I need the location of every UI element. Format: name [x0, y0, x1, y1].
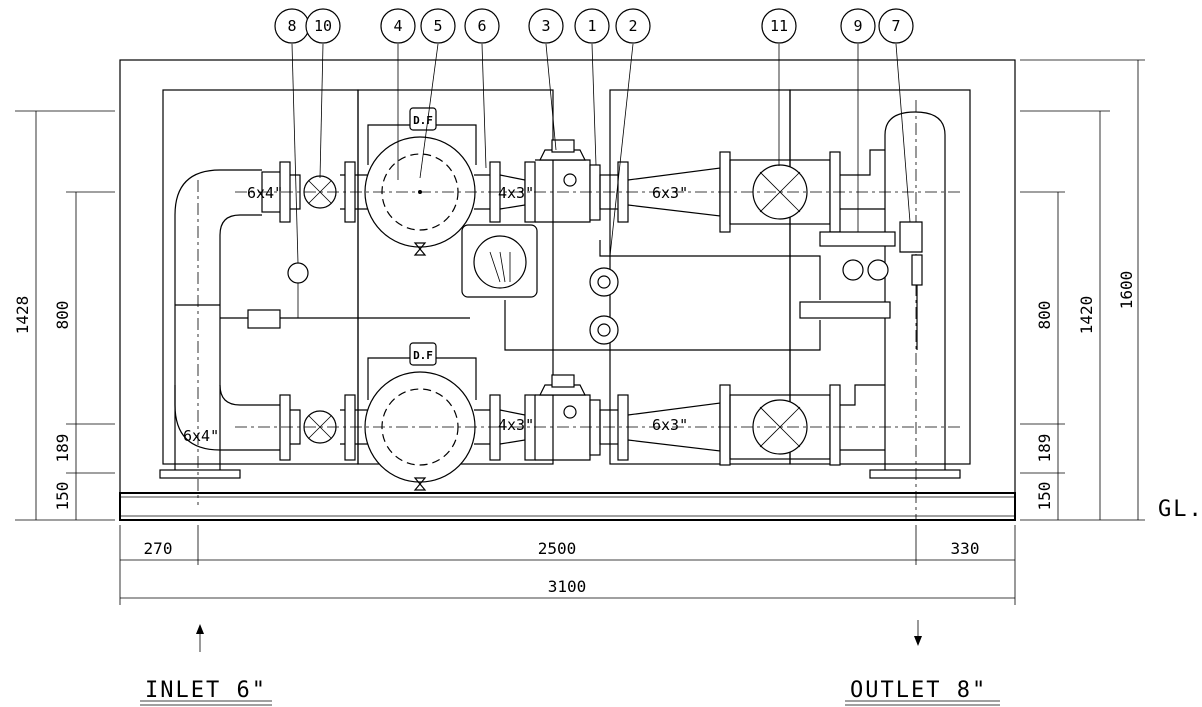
- skid-frame: [119, 59, 1016, 521]
- inlet-riser: [159, 169, 280, 505]
- callout-leader-3: [545, 43, 557, 151]
- callout-number-6: 6: [477, 17, 486, 35]
- pressure-gauge-outlet: [842, 259, 864, 281]
- callout-leader-6: [481, 43, 487, 169]
- inlet-outlet-markers: INLET 6" OUTLET 8": [140, 620, 1000, 706]
- df-tag-upper-text: D.F: [413, 114, 433, 127]
- callout-balloon-9: [840, 8, 876, 44]
- df-tag-lower: [409, 342, 437, 366]
- dim-right-overall: 1600: [1117, 271, 1136, 310]
- dim-left-base: 150: [53, 482, 72, 511]
- callout-number-10: 10: [314, 17, 332, 35]
- impulse-lines: [220, 224, 889, 351]
- dim-left-total: 1428: [13, 296, 32, 335]
- callout-number-11: 11: [770, 17, 788, 35]
- dim-left-low: 189: [53, 434, 72, 463]
- outlet-label: OUTLET 8": [850, 678, 987, 703]
- thermometer: [867, 259, 889, 281]
- callout-number-7: 7: [891, 17, 900, 35]
- dim-bottom-mid: 2500: [538, 539, 577, 558]
- callout-number-8: 8: [287, 17, 296, 35]
- callout-balloon-2: [615, 8, 651, 44]
- callout-leader-7: [895, 43, 911, 223]
- callout-balloon-6: [464, 8, 500, 44]
- relief-valve: [819, 231, 896, 247]
- df-tag-upper: [409, 107, 437, 131]
- callout-balloons: 8 10 4 5 6 3 1 2 11 9 7: [274, 8, 914, 264]
- callout-balloon-3: [528, 8, 564, 44]
- pilot-upper: [589, 267, 619, 297]
- dim-left-mid: 800: [53, 301, 72, 330]
- callout-number-9: 9: [853, 17, 862, 35]
- callout-number-3: 3: [541, 17, 550, 35]
- pipe-label-upper-outlet: 6x3": [652, 184, 688, 202]
- callout-leader-1: [591, 43, 597, 166]
- dimension-lines: 1428 800 189 150 800 1420 1600 189 150 G…: [13, 59, 1202, 605]
- pipe-size-labels: 6x4" 4x3" 6x3" 6x4" 4x3" 6x3": [183, 184, 688, 445]
- df-tag-lower-text: D.F: [413, 349, 433, 362]
- dim-right-mid: 800: [1035, 301, 1054, 330]
- callout-number-1: 1: [587, 17, 596, 35]
- dim-right-total: 1420: [1077, 296, 1096, 335]
- pipe-label-lower-outlet: 6x3": [652, 416, 688, 434]
- inlet-isolation-valve: [247, 309, 281, 329]
- callout-leader-2: [609, 43, 634, 257]
- pilot-lower: [589, 315, 619, 345]
- callout-balloon-10: [305, 8, 341, 44]
- inlet-arrow-icon: [196, 624, 204, 634]
- callout-number-5: 5: [433, 17, 442, 35]
- ground-level-label: GL.: [1158, 497, 1202, 522]
- pipe-label-upper-inlet: 6x4": [247, 184, 283, 202]
- dim-right-low: 189: [1035, 434, 1054, 463]
- callout-balloon-7: [878, 8, 914, 44]
- callout-balloon-11: [761, 8, 797, 44]
- callout-balloon-1: [574, 8, 610, 44]
- dim-bottom-right: 330: [951, 539, 980, 558]
- inlet-label: INLET 6": [145, 678, 267, 703]
- pipe-label-lower-inlet: 6x4": [183, 427, 219, 445]
- dim-bottom-left: 270: [144, 539, 173, 558]
- pressure-gauge-inlet: [287, 262, 309, 284]
- callout-balloon-4: [380, 8, 416, 44]
- pipe-label-lower-reducer: 4x3": [498, 416, 534, 434]
- callout-number-4: 4: [393, 17, 402, 35]
- dim-bottom-total: 3100: [548, 577, 587, 596]
- lower-train: D.F: [235, 342, 960, 491]
- upper-train: D.F: [235, 107, 960, 256]
- callout-number-2: 2: [628, 17, 637, 35]
- callout-balloon-5: [420, 8, 456, 44]
- pipe-label-upper-reducer: 4x3": [498, 184, 534, 202]
- callout-leader-8: [291, 43, 299, 264]
- callout-leader-10: [319, 43, 324, 179]
- callout-leader-5: [419, 43, 439, 179]
- outlet-header: [799, 100, 961, 520]
- dim-right-base: 150: [1035, 482, 1054, 511]
- outlet-arrow-icon: [914, 636, 922, 646]
